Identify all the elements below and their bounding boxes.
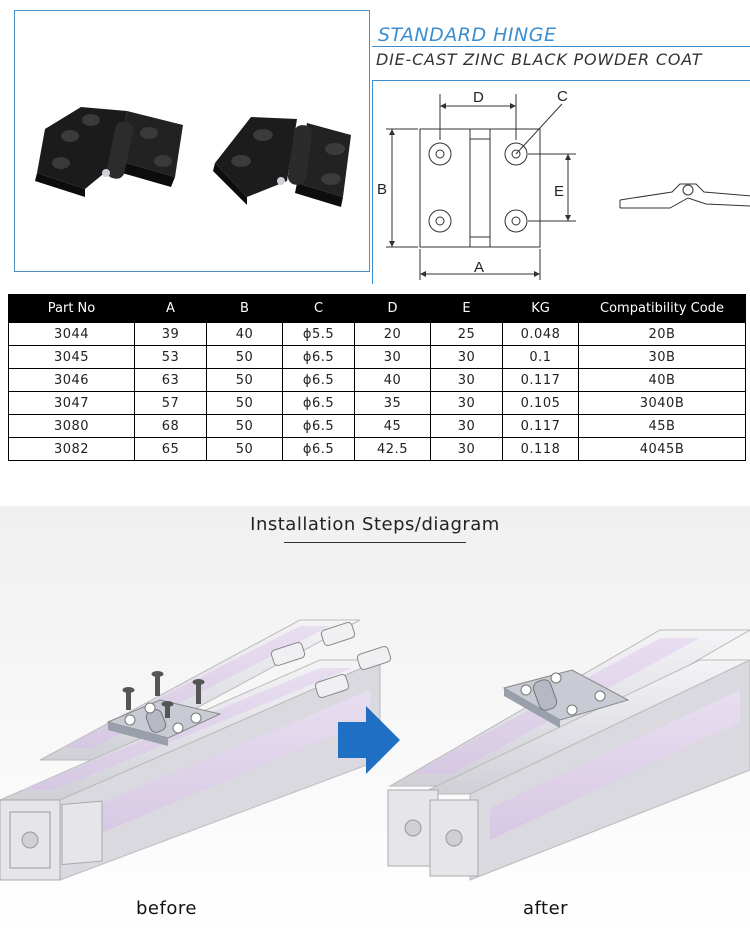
dim-label-d: D <box>473 89 484 106</box>
dim-label-b: B <box>377 181 387 198</box>
table-row: 3082 65 50 ϕ6.5 42.5 30 0.118 4045B <box>8 437 746 461</box>
installation-title: Installation Steps/diagram <box>250 514 500 535</box>
table-header-row: Part No A B C D E KG Compatibility Code <box>8 294 746 323</box>
cell-a: 65 <box>134 437 207 461</box>
cell-kg: 0.105 <box>502 391 579 415</box>
table-row: 3047 57 50 ϕ6.5 35 30 0.105 3040B <box>8 391 746 415</box>
cell-a: 57 <box>134 391 207 415</box>
hole-bottom-left <box>428 209 452 233</box>
title-divider-bottom <box>372 80 750 81</box>
cell-part-no: 3082 <box>8 437 135 461</box>
cell-part-no: 3045 <box>8 345 135 369</box>
cell-d: 42.5 <box>354 437 431 461</box>
cell-part-no: 3047 <box>8 391 135 415</box>
title-block: STANDARD HINGE DIE-CAST ZINC BLACK POWDE… <box>372 10 750 90</box>
cell-kg: 0.118 <box>502 437 579 461</box>
cell-c: ϕ5.5 <box>282 322 355 346</box>
hinge-photo-left <box>35 107 183 197</box>
cell-c: ϕ6.5 <box>282 414 355 438</box>
hinge-outline <box>419 128 541 248</box>
header-part-no: Part No <box>8 294 135 323</box>
cell-c: ϕ6.5 <box>282 345 355 369</box>
cell-e: 30 <box>430 437 503 461</box>
cell-d: 30 <box>354 345 431 369</box>
spec-table: Part No A B C D E KG Compatibility Code … <box>8 294 746 461</box>
dimension-drawing: D C B E A <box>377 88 750 280</box>
cell-b: 50 <box>206 368 283 392</box>
cell-part-no: 3046 <box>8 368 135 392</box>
header-d: D <box>354 294 431 323</box>
header-a: A <box>134 294 207 323</box>
before-after-arrow <box>338 706 400 774</box>
cell-kg: 0.048 <box>502 322 579 346</box>
panel-divider <box>372 80 373 284</box>
title-divider-top <box>372 46 750 47</box>
hole-top-left <box>428 142 452 166</box>
cell-d: 45 <box>354 414 431 438</box>
cell-part-no: 3080 <box>8 414 135 438</box>
installation-diagram <box>0 619 750 881</box>
cell-part-no: 3044 <box>8 322 135 346</box>
cell-c: ϕ6.5 <box>282 391 355 415</box>
cell-b: 50 <box>206 414 283 438</box>
cell-compatibility-code: 20B <box>578 322 746 346</box>
cell-b: 50 <box>206 437 283 461</box>
cell-compatibility-code: 3040B <box>578 391 746 415</box>
cell-c: ϕ6.5 <box>282 368 355 392</box>
cell-kg: 0.117 <box>502 414 579 438</box>
caption-before: before <box>136 898 197 919</box>
cell-e: 30 <box>430 345 503 369</box>
hinge-side-profile <box>619 183 750 209</box>
cell-d: 40 <box>354 368 431 392</box>
cell-a: 53 <box>134 345 207 369</box>
cell-b: 50 <box>206 391 283 415</box>
table-row: 3080 68 50 ϕ6.5 45 30 0.117 45B <box>8 414 746 438</box>
header-b: B <box>206 294 283 323</box>
cell-e: 30 <box>430 414 503 438</box>
cell-kg: 0.117 <box>502 368 579 392</box>
product-photo-panel <box>14 10 370 272</box>
cell-compatibility-code: 30B <box>578 345 746 369</box>
hinge-product-photo <box>35 107 351 207</box>
header-compatibility-code: Compatibility Code <box>578 294 746 323</box>
hinge-photo-right <box>213 117 351 207</box>
caption-after: after <box>523 898 569 919</box>
dim-label-e: E <box>554 183 564 200</box>
dim-label-c: C <box>557 88 568 105</box>
header-e: E <box>430 294 503 323</box>
cell-kg: 0.1 <box>502 345 579 369</box>
cell-d: 20 <box>354 322 431 346</box>
cell-e: 30 <box>430 391 503 415</box>
hole-top-right <box>504 142 528 166</box>
header-kg: KG <box>502 294 579 323</box>
product-subtitle: DIE-CAST ZINC BLACK POWDER COAT <box>376 50 703 69</box>
installation-title-underline <box>284 542 466 543</box>
cell-d: 35 <box>354 391 431 415</box>
before-assembly <box>0 619 392 881</box>
installation-section: Installation Steps/diagram <box>0 506 750 938</box>
cell-compatibility-code: 40B <box>578 368 746 392</box>
product-title: STANDARD HINGE <box>378 24 557 46</box>
cell-a: 68 <box>134 414 207 438</box>
header-c: C <box>282 294 355 323</box>
cell-a: 39 <box>134 322 207 346</box>
table-row: 3045 53 50 ϕ6.5 30 30 0.1 30B <box>8 345 746 369</box>
cell-c: ϕ6.5 <box>282 437 355 461</box>
after-assembly <box>387 629 750 881</box>
table-row: 3044 39 40 ϕ5.5 20 25 0.048 20B <box>8 322 746 346</box>
cell-e: 30 <box>430 368 503 392</box>
cell-e: 25 <box>430 322 503 346</box>
dim-label-a: A <box>474 259 484 276</box>
cell-a: 63 <box>134 368 207 392</box>
cell-compatibility-code: 45B <box>578 414 746 438</box>
cell-b: 40 <box>206 322 283 346</box>
cell-b: 50 <box>206 345 283 369</box>
table-row: 3046 63 50 ϕ6.5 40 30 0.117 40B <box>8 368 746 392</box>
cell-compatibility-code: 4045B <box>578 437 746 461</box>
hole-bottom-right <box>504 209 528 233</box>
